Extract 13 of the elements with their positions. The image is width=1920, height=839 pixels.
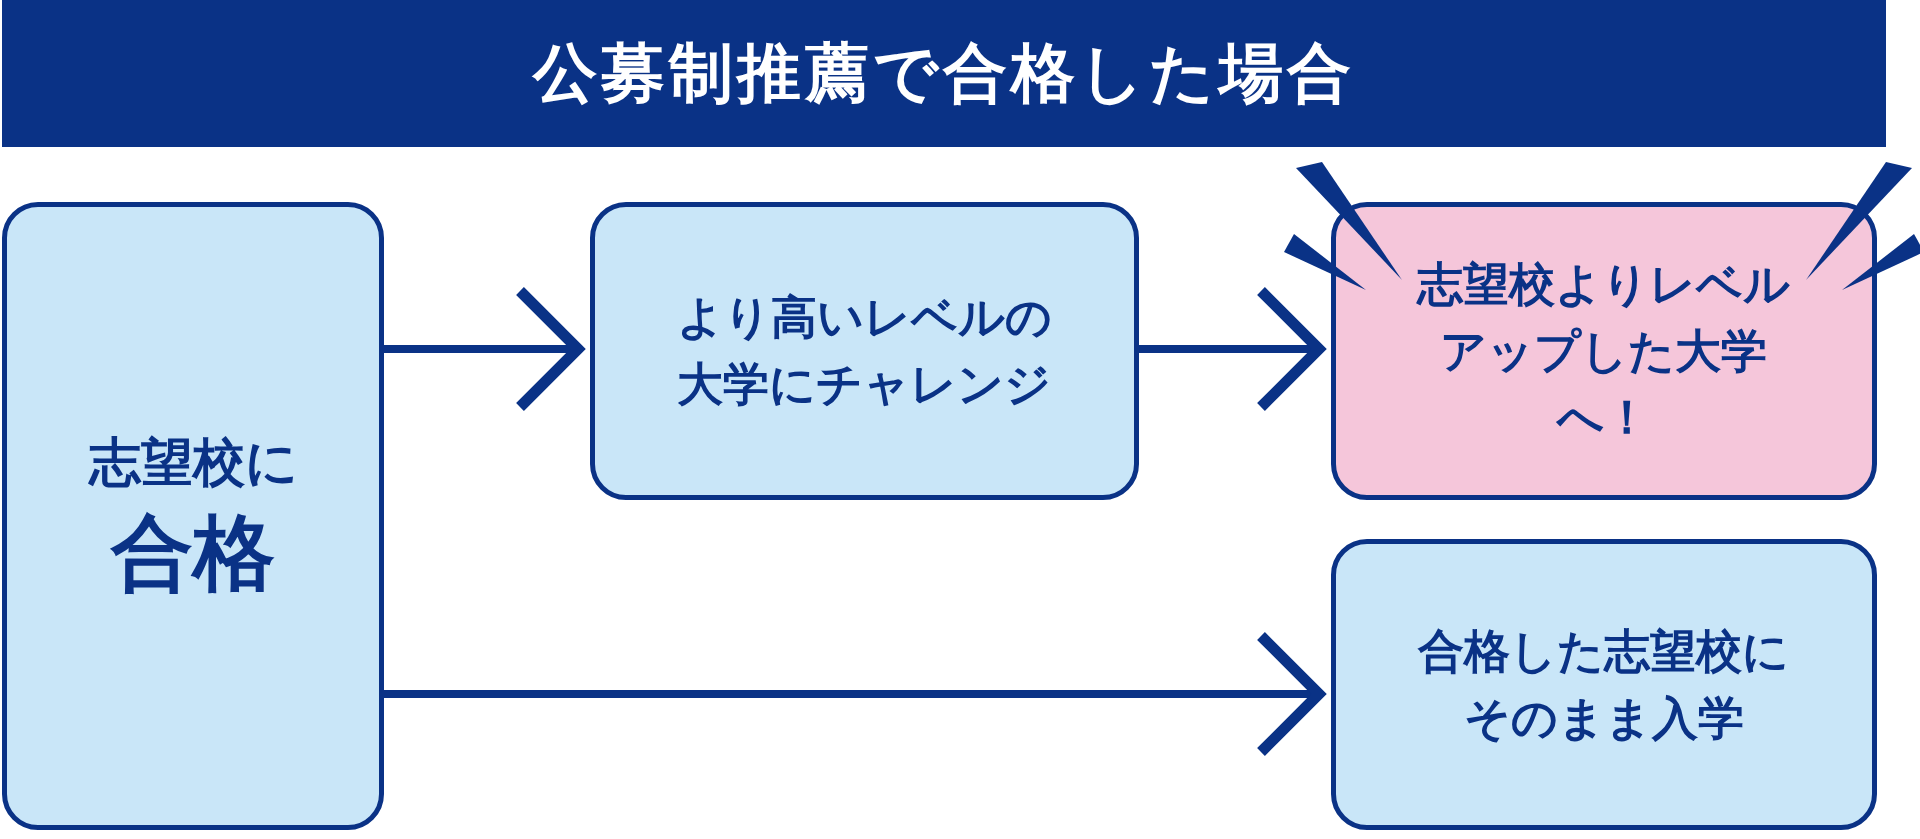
process-box [1331, 202, 1877, 500]
box-text: 合格した志望校にそのまま入学 [1416, 622, 1791, 747]
arrow [384, 630, 1325, 758]
process-box [1331, 539, 1877, 830]
box-text: 志望校よりレベルアップした大学へ！ [1415, 255, 1792, 447]
arrow [384, 285, 584, 413]
box-text: 志望校に [88, 431, 298, 494]
process-box [590, 202, 1139, 500]
emphasis-text: 合格 [111, 504, 275, 603]
box-text: より高いレベルの大学にチャレンジ [676, 289, 1053, 413]
title: 公募制推薦で合格した場合 [533, 35, 1355, 112]
arrow [1139, 285, 1325, 413]
process-box [2, 202, 384, 830]
